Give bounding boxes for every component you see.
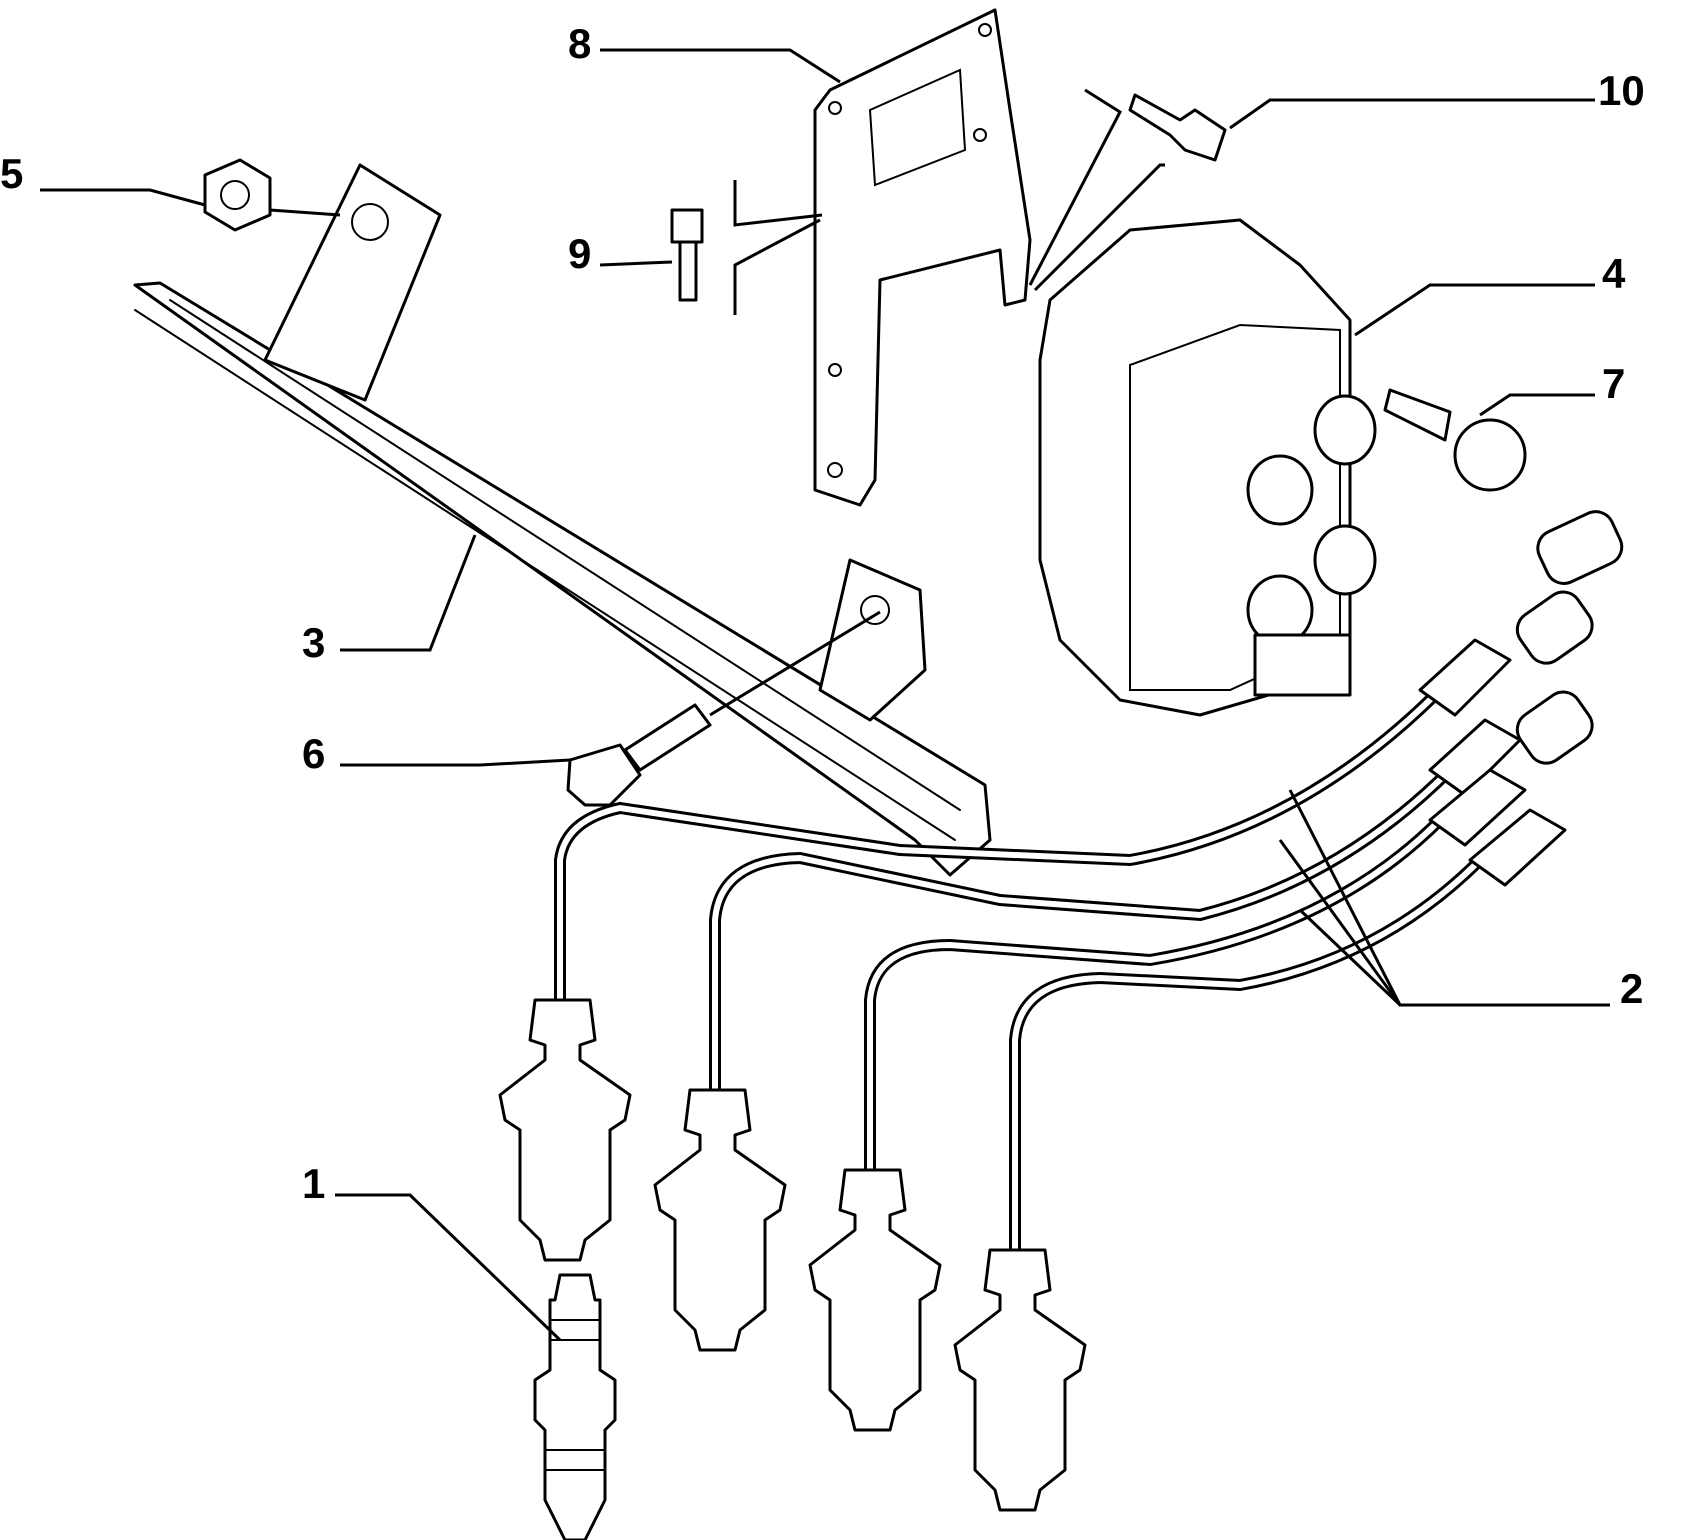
callout-2: 2 xyxy=(1620,965,1643,1012)
part-1-spark-plug xyxy=(533,1273,617,1540)
callout-labels: 8 10 5 9 4 7 3 6 2 1 xyxy=(0,20,1645,1207)
part-6-bolt xyxy=(566,703,712,807)
callout-3: 3 xyxy=(302,619,325,666)
callout-7: 7 xyxy=(1602,360,1625,407)
part-9-bolt xyxy=(670,208,704,302)
callout-8: 8 xyxy=(568,20,591,67)
callout-5: 5 xyxy=(0,150,23,197)
part-3-harness-bracket xyxy=(133,163,992,877)
part-4-ignition-coil xyxy=(1038,218,1377,717)
callout-6: 6 xyxy=(302,730,325,777)
part-7-screw xyxy=(1383,388,1527,492)
part-5-nut xyxy=(203,158,272,232)
part-10-bolt xyxy=(1128,93,1227,162)
callout-4: 4 xyxy=(1602,250,1626,297)
part-8-coil-bracket xyxy=(813,8,1032,507)
callout-9: 9 xyxy=(568,230,591,277)
callout-1: 1 xyxy=(302,1160,325,1207)
callout-10: 10 xyxy=(1598,67,1645,114)
leader-lines xyxy=(40,48,1610,1342)
part-2-ignition-leads xyxy=(498,510,1624,1512)
